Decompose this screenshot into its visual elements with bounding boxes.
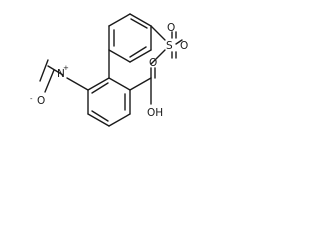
bond <box>108 49 131 63</box>
top-phenyl-ring <box>108 13 152 63</box>
double-bond-inner <box>91 82 109 94</box>
carboxylic-acid-group: O OH <box>129 57 163 119</box>
nitro-group: N + O - <box>30 59 89 107</box>
double-bond-inner <box>129 46 147 58</box>
molecule-diagram: S O O O OH <box>0 0 225 148</box>
bond <box>129 77 152 91</box>
bond <box>129 13 152 27</box>
bond <box>66 77 89 91</box>
nitro-nitrogen-charge: + <box>63 64 69 72</box>
carboxyl-hydroxyl-label: OH <box>147 107 163 119</box>
sulfonyl-oxygen-top-label: O <box>167 22 175 34</box>
sulfur-label: S <box>166 40 173 52</box>
bond <box>150 25 166 41</box>
bond <box>39 59 49 82</box>
bond <box>129 49 152 63</box>
bond <box>108 113 131 127</box>
bond <box>44 69 55 93</box>
structure-drawing: S O O O OH <box>30 13 188 127</box>
bond <box>87 113 110 127</box>
nitro-oxygen-charge: - <box>30 95 33 103</box>
nitro-nitrogen-label: N <box>57 68 65 80</box>
bottom-benzoic-ring <box>87 77 131 127</box>
nitro-oxygen-label: O <box>37 95 45 107</box>
double-bond-inner <box>91 110 109 122</box>
carboxyl-oxygen-label: O <box>149 57 157 69</box>
double-bond-inner <box>130 18 148 29</box>
methylsulfonyl-group: S O O <box>150 22 188 65</box>
sulfonyl-oxygen-right-label: O <box>180 40 188 52</box>
bond <box>108 77 131 91</box>
bond <box>175 39 183 45</box>
bond <box>150 49 166 65</box>
bond <box>87 77 110 91</box>
bond <box>47 65 64 76</box>
bond <box>108 13 131 27</box>
